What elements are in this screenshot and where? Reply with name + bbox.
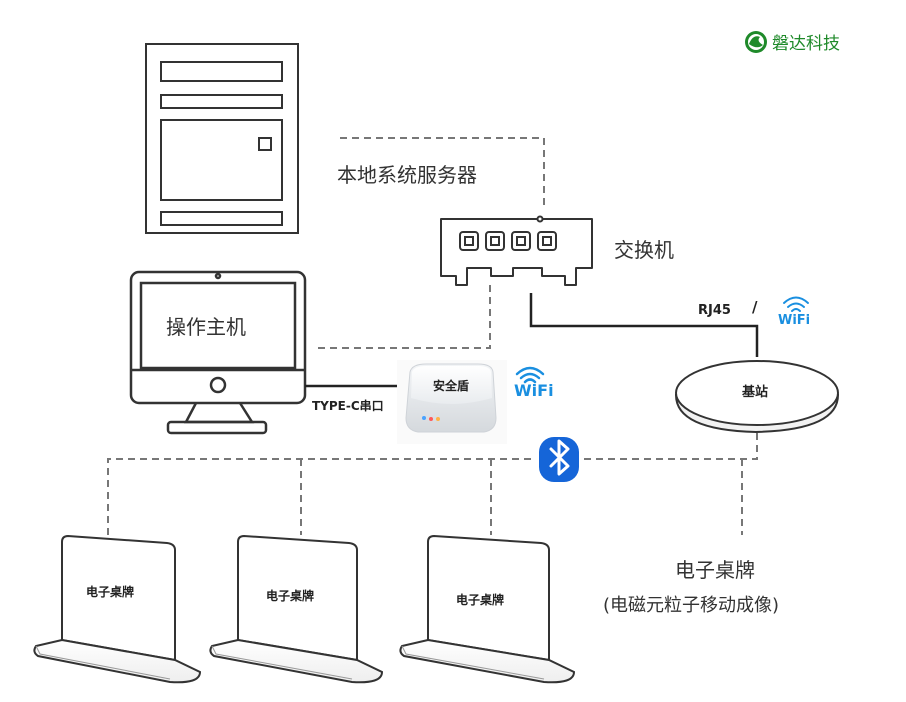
host-label: 操作主机 [166,315,246,339]
security-box-label: 安全盾 [433,378,469,393]
base-station: 基站 [674,360,840,434]
device-title: 电子桌牌 [675,558,755,582]
table-card-1-label: 电子桌牌 [86,584,134,599]
rj45-separator: / [752,298,758,316]
wifi-label-box: WiFi [514,381,554,400]
wifi-icon [783,296,809,312]
network-switch [440,215,593,286]
switch-label: 交换机 [614,238,674,262]
table-card-2: 电子桌牌 [209,534,384,684]
table-card-3: 电子桌牌 [399,534,576,684]
brand-name: 磐达科技 [772,34,840,54]
wifi-label-rj45: WiFi [778,313,810,328]
device-subtitle: (电磁元粒子移动成像) [603,595,779,616]
table-card-2-label: 电子桌牌 [266,588,314,603]
type-c-label: TYPE-C串口 [312,398,384,413]
brand-logo: 磐达科技 [745,31,840,54]
wifi-badge-box: WiFi [514,366,554,400]
brand-logo-icon [745,31,767,53]
switch-host-link [318,285,491,349]
wifi-icon [515,366,545,384]
table-card-3-label: 电子桌牌 [456,592,504,607]
base-station-label: 基站 [741,384,768,400]
monitor [129,270,307,435]
security-box: 安全盾 [397,360,507,444]
wifi-badge-rj45: WiFi [778,296,810,328]
bluetooth-icon [539,437,579,482]
table-card-1: 电子桌牌 [33,534,202,684]
rj45-cable [529,293,759,357]
device-bus [107,430,758,535]
server-switch-link [340,137,545,205]
rj45-label: RJ45 [698,303,731,318]
server-tower [145,43,299,234]
server-label: 本地系统服务器 [337,163,477,187]
